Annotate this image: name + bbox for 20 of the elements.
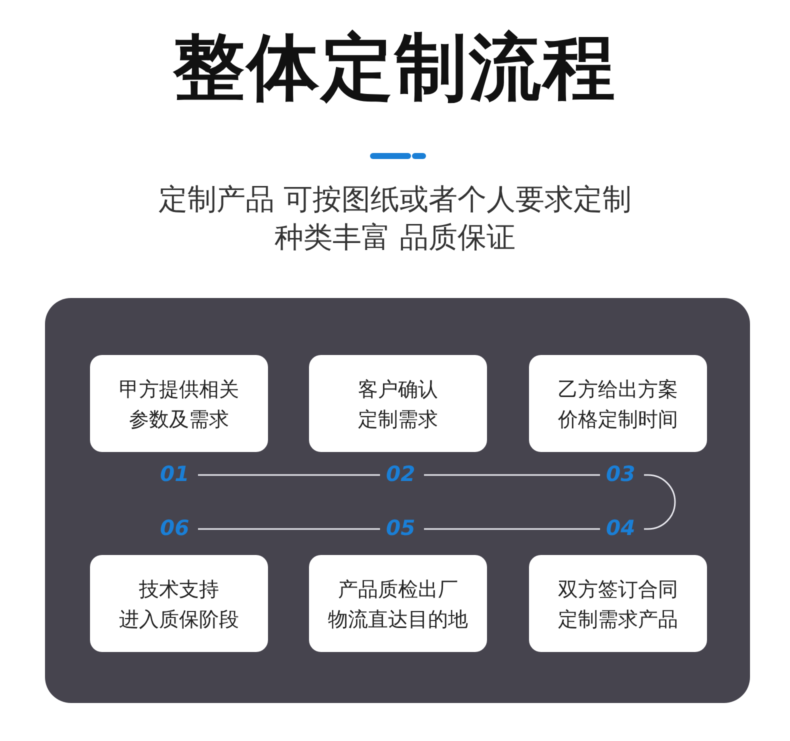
connector-line xyxy=(198,474,380,476)
step-number: 06 xyxy=(160,516,190,540)
step-number: 03 xyxy=(606,462,636,486)
step-number: 02 xyxy=(386,462,416,486)
step-number: 04 xyxy=(606,516,636,540)
step-card: 产品质检出厂物流直达目的地 xyxy=(309,555,487,652)
step-number: 01 xyxy=(160,462,190,486)
connector-line xyxy=(198,528,380,530)
step-card: 甲方提供相关参数及需求 xyxy=(90,355,268,452)
connector-line xyxy=(644,474,676,530)
step-number: 05 xyxy=(386,516,416,540)
step-card: 技术支持进入质保阶段 xyxy=(90,555,268,652)
subtitle: 定制产品 可按图纸或者个人要求定制种类丰富 品质保证 xyxy=(157,181,633,256)
step-card: 乙方给出方案价格定制时间 xyxy=(529,355,707,452)
connector-line xyxy=(424,474,600,476)
step-card: 双方签订合同定制需求产品 xyxy=(529,555,707,652)
step-card: 客户确认定制需求 xyxy=(309,355,487,452)
connector-line xyxy=(424,528,600,530)
panel-background xyxy=(45,298,750,703)
title: 整体定制流程 xyxy=(172,24,618,111)
